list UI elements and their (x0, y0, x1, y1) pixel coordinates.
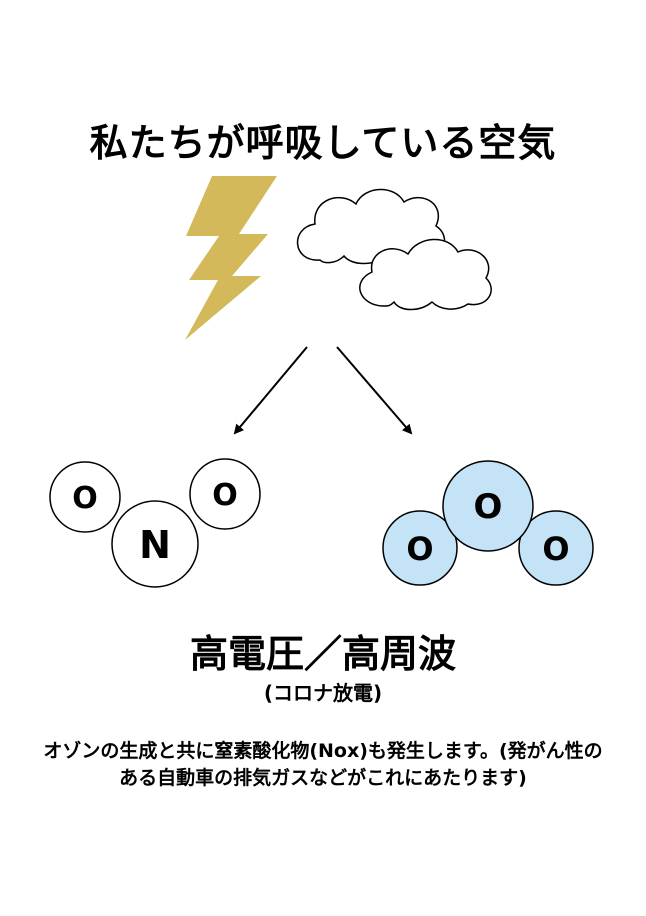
atom-label: O (212, 478, 238, 513)
page-title: 私たちが呼吸している空気 (89, 121, 557, 165)
nox-molecule (49, 458, 261, 588)
atom-o-center (442, 460, 534, 552)
cloud-icon (359, 238, 492, 311)
atom-label: O (542, 530, 569, 568)
atom-label: O (72, 481, 98, 516)
description-text: オゾンの生成と共に窒素酸化物(Nox)も発生します。(発がん性のある自動車の排気… (43, 740, 603, 789)
atom-o-left (49, 461, 121, 533)
arrow-icon (336, 346, 413, 435)
atom-o-right (518, 510, 594, 586)
atom-label: O (474, 487, 503, 527)
atom-o-right (189, 458, 261, 530)
lightning-icon (185, 176, 277, 340)
atom-label: N (139, 523, 171, 567)
atom-o-left (382, 510, 458, 586)
arrow-icon (233, 346, 308, 435)
cloud-icon (296, 188, 446, 265)
condition-label: 高電圧／高周波 (189, 632, 456, 676)
atom-n (111, 500, 199, 588)
ozone-molecule (382, 460, 594, 586)
condition-sublabel: (コロナ放電) (263, 681, 383, 705)
atom-label: O (406, 530, 433, 568)
